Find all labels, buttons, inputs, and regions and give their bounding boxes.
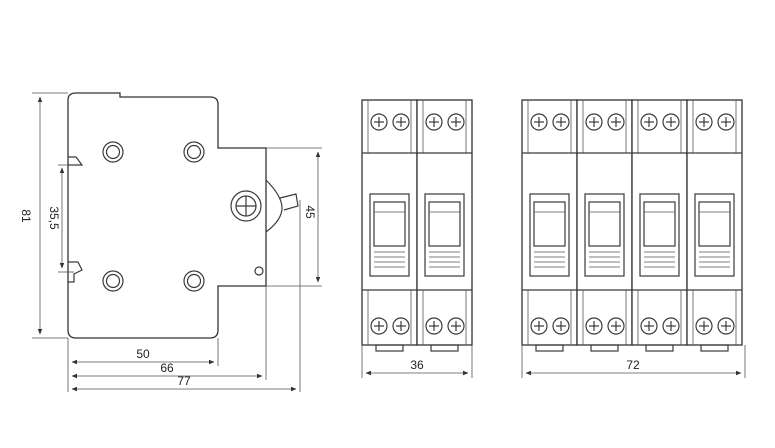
terminal-screw-icon xyxy=(552,317,570,335)
mounting-hole xyxy=(102,141,124,163)
front-view-2p xyxy=(361,99,473,352)
breaker-pole xyxy=(631,99,688,352)
breaker-pole xyxy=(576,99,633,352)
dim-label-front-height: 45 xyxy=(303,205,317,219)
toggle-lever xyxy=(588,201,621,247)
side-view: 81 35,5 45 50 66 77 xyxy=(19,92,322,392)
toggle-lever xyxy=(698,201,731,247)
terminal-screw-icon xyxy=(425,317,443,335)
terminal-screw-icon xyxy=(607,113,625,131)
terminal-screw-icon xyxy=(585,317,603,335)
terminal-screw-icon xyxy=(585,113,603,131)
terminal-screw-icon xyxy=(640,113,658,131)
dim-label-4p-width: 72 xyxy=(626,358,640,372)
terminal-screw-icon xyxy=(425,113,443,131)
din-clip xyxy=(430,344,459,352)
side-body-outline xyxy=(67,92,267,339)
terminal-screw-icon xyxy=(230,190,262,222)
terminal-screw-icon xyxy=(447,317,465,335)
rail-clip-bottom xyxy=(68,261,83,283)
terminal-screw-icon xyxy=(640,317,658,335)
breaker-pole xyxy=(686,99,743,352)
terminal-screw-icon xyxy=(717,317,735,335)
dim-label-width-66: 66 xyxy=(160,361,174,375)
terminal-screw-icon xyxy=(447,113,465,131)
din-clip xyxy=(700,344,729,352)
din-clip xyxy=(645,344,674,352)
terminal-screw-icon xyxy=(662,317,680,335)
breaker-pole xyxy=(521,99,578,352)
mounting-hole xyxy=(183,270,205,292)
mounting-hole xyxy=(102,270,124,292)
terminal-screw-icon xyxy=(392,113,410,131)
terminal-screw-icon xyxy=(695,317,713,335)
terminal-screw-icon xyxy=(607,317,625,335)
mounting-hole xyxy=(183,141,205,163)
toggle-lever xyxy=(428,201,461,247)
terminal-screw-icon xyxy=(370,113,388,131)
toggle-lever xyxy=(643,201,676,247)
din-clip xyxy=(375,344,404,352)
terminal-screw-icon xyxy=(530,113,548,131)
rail-clip-top xyxy=(68,156,84,166)
terminal-screw-icon xyxy=(392,317,410,335)
terminal-screw-icon xyxy=(552,113,570,131)
front-view-4p xyxy=(521,99,743,352)
toggle-lever xyxy=(533,201,566,247)
din-clip xyxy=(535,344,564,352)
din-clip xyxy=(590,344,619,352)
toggle-lever xyxy=(265,179,283,233)
dim-label-width-77: 77 xyxy=(177,374,191,388)
dim-label-height: 81 xyxy=(19,209,33,223)
terminal-screw-icon xyxy=(717,113,735,131)
terminal-screw-icon xyxy=(662,113,680,131)
breaker-pole xyxy=(361,99,418,352)
terminal-screw-icon xyxy=(695,113,713,131)
dim-label-width-50: 50 xyxy=(136,347,150,361)
toggle-lever-handle xyxy=(279,193,299,211)
dim-label-2p-width: 36 xyxy=(410,358,424,372)
toggle-lever xyxy=(373,201,406,247)
terminal-screw-icon xyxy=(530,317,548,335)
breaker-pole xyxy=(416,99,473,352)
terminal-screw-icon xyxy=(370,317,388,335)
dim-label-rail: 35,5 xyxy=(47,206,61,230)
indicator-dot xyxy=(254,266,264,276)
